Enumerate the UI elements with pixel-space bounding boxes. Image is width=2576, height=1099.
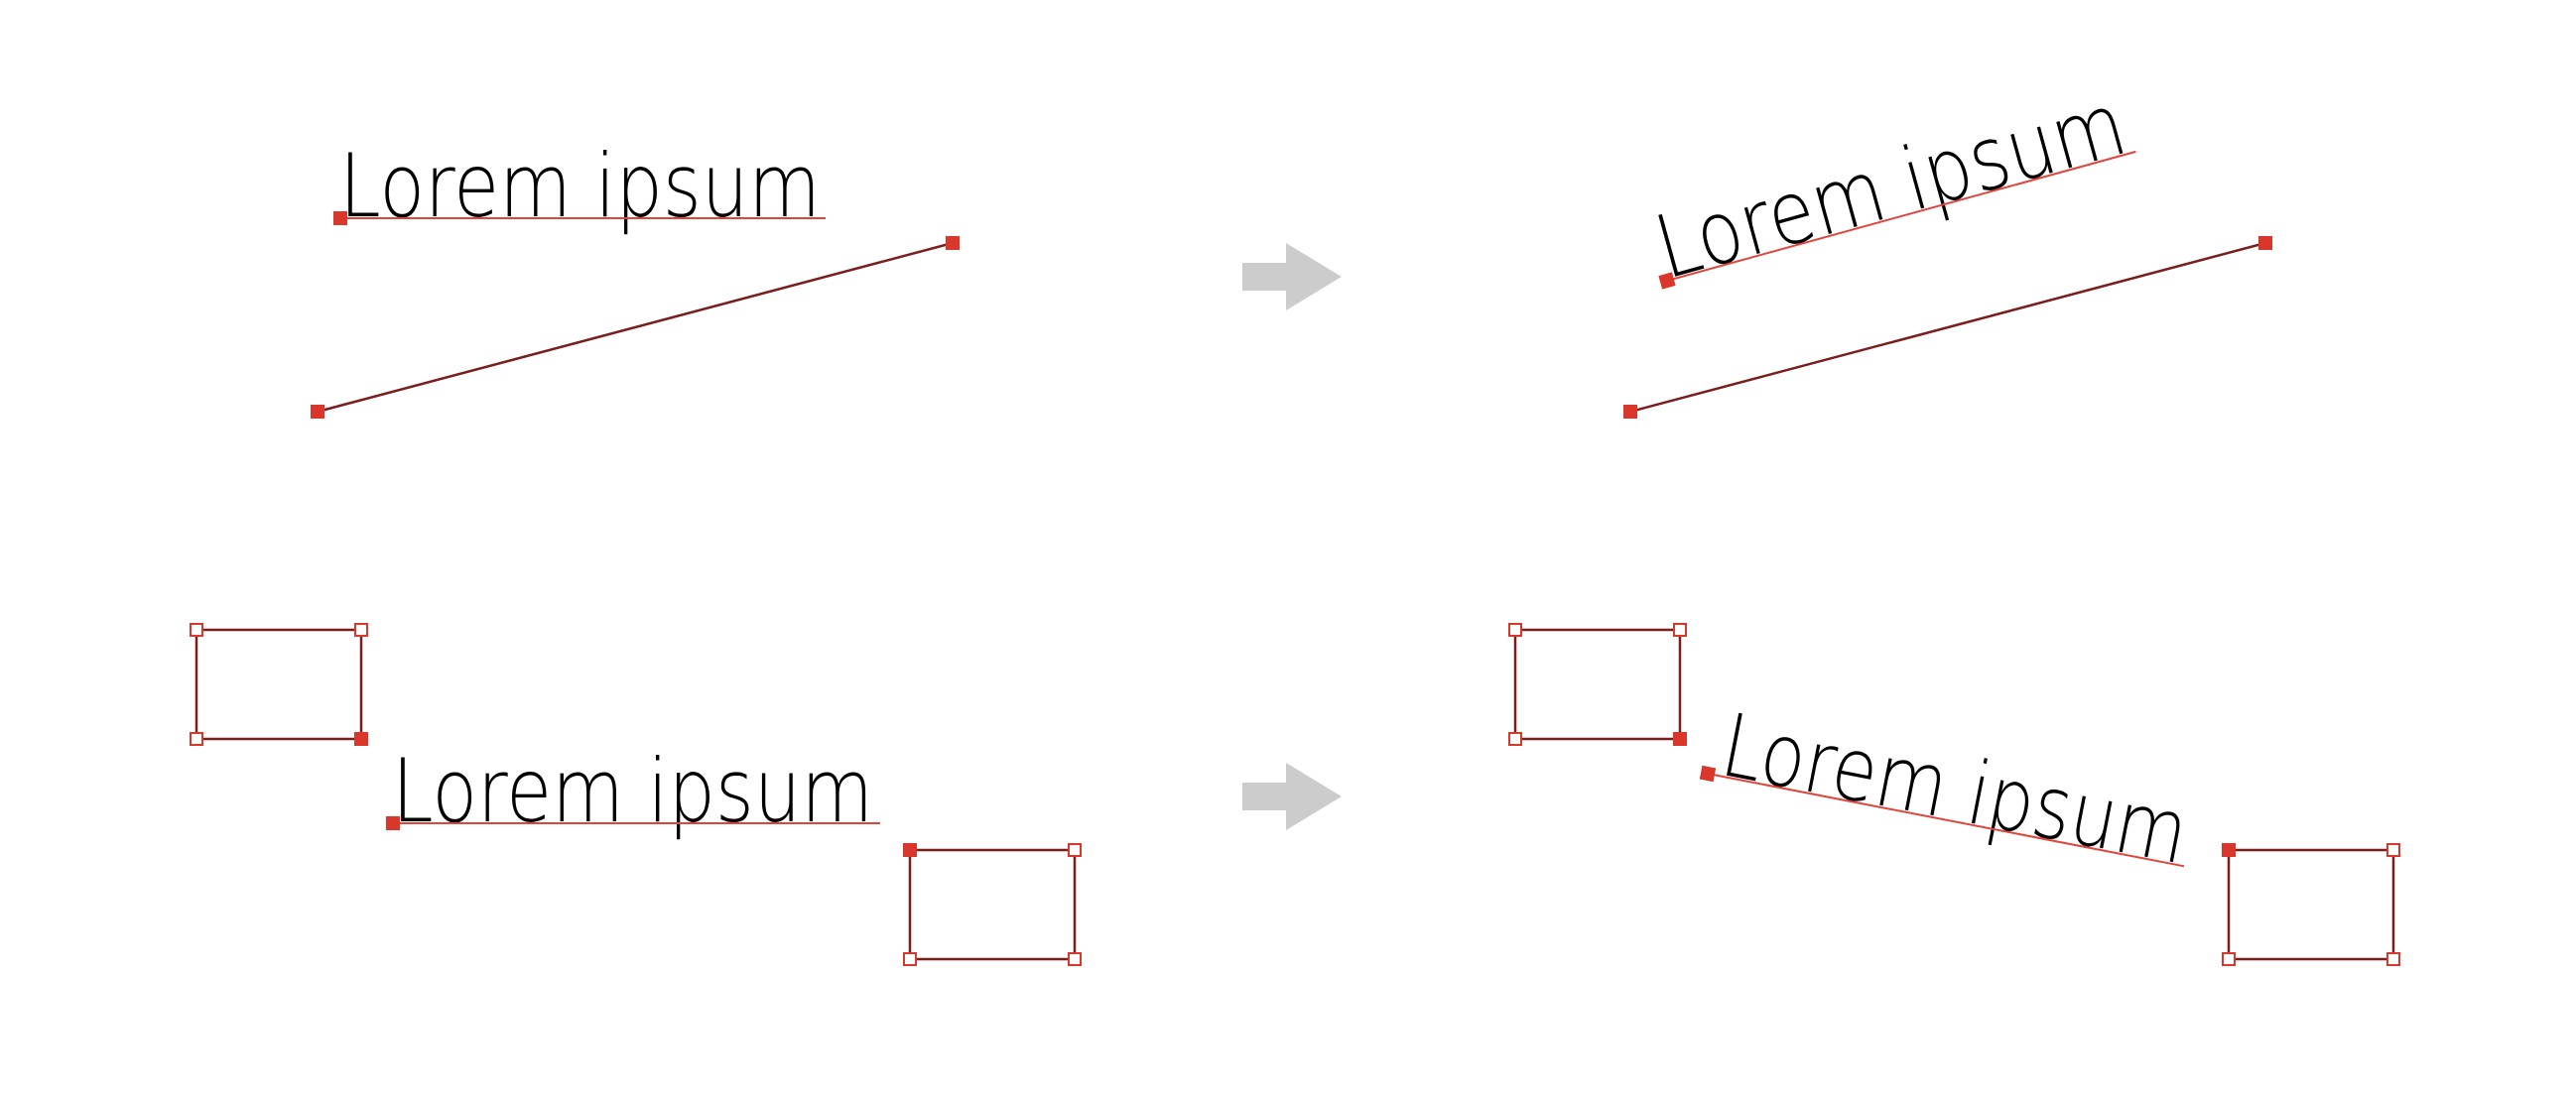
frame-corner-handle[interactable] [354, 623, 368, 637]
frame-corner-handle[interactable] [190, 623, 203, 637]
frame-box [1513, 628, 1682, 741]
frame-box [194, 628, 363, 741]
text-baseline [1707, 773, 2185, 868]
frame-anchor-handle[interactable] [903, 843, 917, 857]
guide-line [1629, 241, 2266, 414]
frame-anchor-handle[interactable] [2222, 843, 2236, 857]
frame-corner-handle[interactable] [2386, 952, 2400, 966]
text-anchor-handle[interactable] [333, 211, 347, 225]
frame-anchor-handle[interactable] [1673, 732, 1687, 746]
frame-corner-handle[interactable] [903, 952, 917, 966]
frame-corner-handle[interactable] [1068, 843, 1082, 857]
sample-text: Lorem ipsum [1645, 72, 2136, 299]
frame-corner-handle[interactable] [2386, 843, 2400, 857]
frame-corner-handle[interactable] [1508, 623, 1522, 637]
guide-line-end-handle[interactable] [946, 236, 960, 250]
bottom-before-group: Lorem ipsum [190, 623, 1082, 966]
frame-box [2227, 848, 2395, 961]
top-after-group: Lorem ipsum [1623, 72, 2272, 419]
sample-text: Lorem ipsum [392, 740, 873, 842]
frame-anchor-handle[interactable] [354, 732, 368, 746]
frame-corner-handle[interactable] [1673, 623, 1687, 637]
text-anchor-handle[interactable] [1658, 272, 1676, 290]
frame-box [908, 848, 1077, 961]
frame-corner-handle[interactable] [190, 732, 203, 746]
guide-line-end-handle[interactable] [2258, 236, 2272, 250]
bottom-after-group: Lorem ipsum [1508, 623, 2400, 966]
top-before-group: Lorem ipsum [311, 135, 960, 419]
arrow-right-icon [1242, 243, 1342, 310]
text-baseline [1666, 150, 2136, 282]
frame-corner-handle[interactable] [1068, 952, 1082, 966]
text-anchor-handle[interactable] [1699, 765, 1717, 783]
arrow-right-icon [1242, 763, 1342, 830]
sample-text: Lorem ipsum [339, 135, 821, 237]
guide-line-start-handle[interactable] [1623, 405, 1637, 419]
frame-corner-handle[interactable] [1508, 732, 1522, 746]
text-anchor-handle[interactable] [386, 816, 400, 830]
frame-corner-handle[interactable] [2222, 952, 2236, 966]
guide-line [317, 241, 954, 414]
guide-line-start-handle[interactable] [311, 405, 324, 419]
